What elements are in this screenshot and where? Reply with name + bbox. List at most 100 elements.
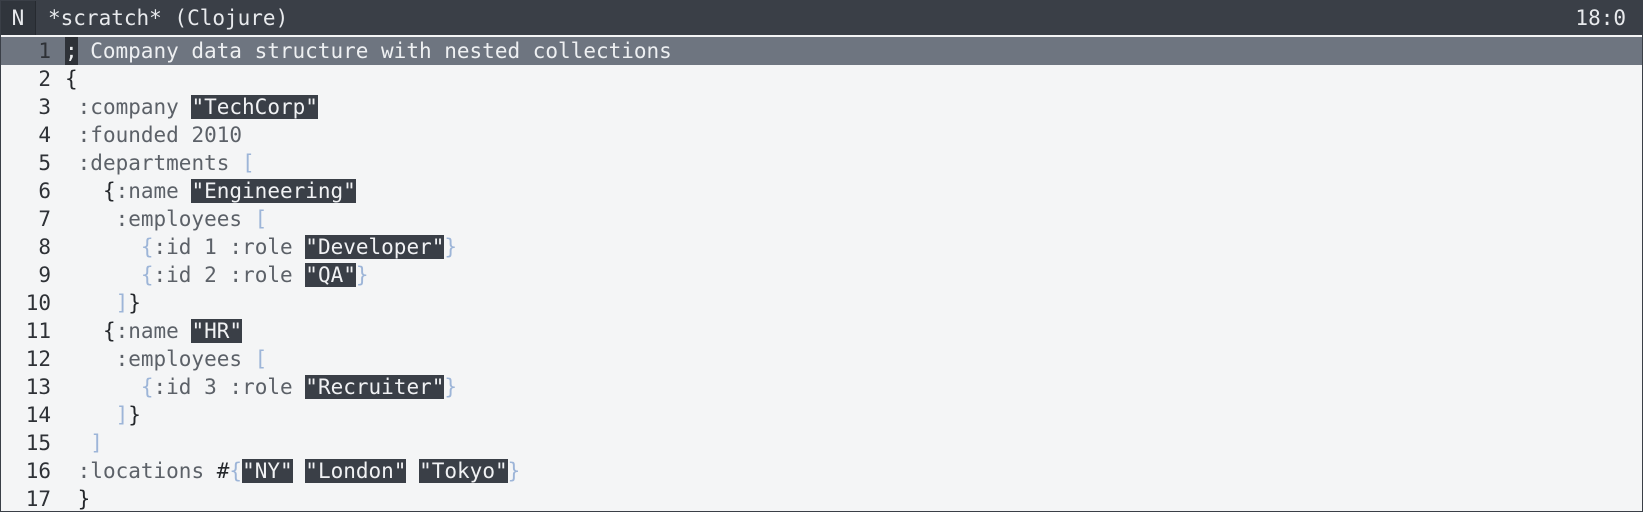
code-line[interactable]: 13 {:id 3 :role "Recruiter"}: [1, 373, 1642, 401]
text-cursor: ;: [65, 37, 78, 65]
cursor-position: 18:0: [1575, 6, 1626, 30]
line-content: {: [65, 65, 78, 93]
keyword-token: :departments: [77, 151, 230, 175]
string-token: "Tokyo": [419, 459, 508, 483]
code-line[interactable]: 2{: [1, 65, 1642, 93]
bracket-token: ]: [115, 403, 129, 427]
code-line[interactable]: 4 :founded 2010: [1, 121, 1642, 149]
line-content: ]}: [65, 289, 141, 317]
line-content: :departments [: [65, 149, 255, 177]
code-line[interactable]: 14 ]}: [1, 401, 1642, 429]
keyword-token: :employees: [115, 207, 243, 231]
code-line[interactable]: 10 ]}: [1, 289, 1642, 317]
number-token: 2010: [191, 123, 243, 147]
line-number: 4: [38, 123, 51, 147]
line-content: ]}: [65, 401, 141, 429]
whitespace-token: [65, 123, 78, 147]
whitespace-token: [217, 375, 230, 399]
line-number: 7: [38, 207, 51, 231]
code-line[interactable]: 3 :company "TechCorp": [1, 93, 1642, 121]
whitespace-token: [65, 319, 103, 343]
whitespace-token: [65, 179, 103, 203]
bracket-token: {: [102, 319, 116, 343]
bracket-token: }: [77, 487, 91, 511]
code-line[interactable]: 11 {:name "HR": [1, 317, 1642, 345]
line-number: 6: [38, 179, 51, 203]
whitespace-token: [293, 375, 306, 399]
bracket-token: [: [242, 151, 255, 175]
whitespace-token: [406, 459, 419, 483]
whitespace-token: [65, 151, 78, 175]
whitespace-token: [217, 263, 230, 287]
bracket-token: ]: [115, 291, 129, 315]
string-token: "NY": [242, 459, 293, 483]
whitespace-token: [65, 207, 116, 231]
whitespace-token: [65, 431, 90, 455]
comment-token: Company data structure with nested colle…: [77, 39, 672, 63]
whitespace-token: [65, 347, 116, 371]
code-line[interactable]: 12 :employees [: [1, 345, 1642, 373]
whitespace-token: [229, 151, 242, 175]
keyword-token: :role: [229, 235, 293, 259]
line-content: {:id 1 :role "Developer"}: [65, 233, 457, 261]
code-line[interactable]: 1; Company data structure with nested co…: [1, 37, 1642, 65]
line-content: :locations #{"NY" "London" "Tokyo"}: [65, 457, 520, 485]
bracket-token: {: [140, 375, 154, 399]
line-number: 16: [25, 459, 51, 483]
line-content: {:name "HR": [65, 317, 243, 345]
line-content: ]: [65, 429, 103, 457]
code-line[interactable]: 16 :locations #{"NY" "London" "Tokyo"}: [1, 457, 1642, 485]
code-line[interactable]: 17 }: [1, 485, 1642, 511]
keyword-token: :company: [77, 95, 179, 119]
code-line[interactable]: 7 :employees [: [1, 205, 1642, 233]
whitespace-token: [191, 375, 204, 399]
bracket-token: [: [254, 347, 268, 371]
code-line[interactable]: 8 {:id 1 :role "Developer"}: [1, 233, 1642, 261]
code-line[interactable]: 9 {:id 2 :role "QA"}: [1, 261, 1642, 289]
whitespace-token: [65, 403, 116, 427]
code-line[interactable]: 15 ]: [1, 429, 1642, 457]
bracket-token: {: [65, 67, 78, 91]
set-prefix-token: #: [216, 459, 230, 483]
code-line[interactable]: 6 {:name "Engineering": [1, 177, 1642, 205]
line-number: 12: [25, 347, 51, 371]
line-number: 14: [25, 403, 51, 427]
string-token: "HR": [191, 319, 243, 343]
whitespace-token: [179, 95, 192, 119]
line-content: {:id 3 :role "Recruiter"}: [65, 373, 457, 401]
keyword-token: :role: [229, 375, 293, 399]
string-token: "Engineering": [191, 179, 356, 203]
whitespace-token: [65, 375, 141, 399]
whitespace-token: [242, 207, 255, 231]
whitespace-token: [65, 487, 78, 511]
line-content: {:id 2 :role "QA"}: [65, 261, 369, 289]
keyword-token: :name: [115, 179, 179, 203]
bracket-token: {: [229, 459, 243, 483]
string-token: "QA": [305, 263, 356, 287]
whitespace-token: [293, 263, 306, 287]
whitespace-token: [65, 95, 78, 119]
line-content: ; Company data structure with nested col…: [65, 37, 672, 65]
title-bar: N *scratch* (Clojure) 18:0: [1, 1, 1642, 35]
line-number: 15: [25, 431, 51, 455]
code-editor[interactable]: 1; Company data structure with nested co…: [1, 35, 1642, 511]
keyword-token: :role: [229, 263, 293, 287]
bracket-token: }: [444, 375, 458, 399]
keyword-token: :name: [115, 319, 179, 343]
whitespace-token: [65, 263, 141, 287]
string-token: "Recruiter": [305, 375, 445, 399]
line-content: :employees [: [65, 345, 268, 373]
bracket-token: ]: [90, 431, 103, 455]
whitespace-token: [191, 263, 204, 287]
line-number: 11: [25, 319, 51, 343]
line-number: 10: [25, 291, 51, 315]
whitespace-token: [179, 179, 192, 203]
line-content: :company "TechCorp": [65, 93, 318, 121]
number-token: 1: [204, 235, 217, 259]
line-content: :employees [: [65, 205, 268, 233]
code-line[interactable]: 5 :departments [: [1, 149, 1642, 177]
bracket-token: {: [140, 263, 154, 287]
line-content: {:name "Engineering": [65, 177, 356, 205]
keyword-token: :founded: [77, 123, 179, 147]
